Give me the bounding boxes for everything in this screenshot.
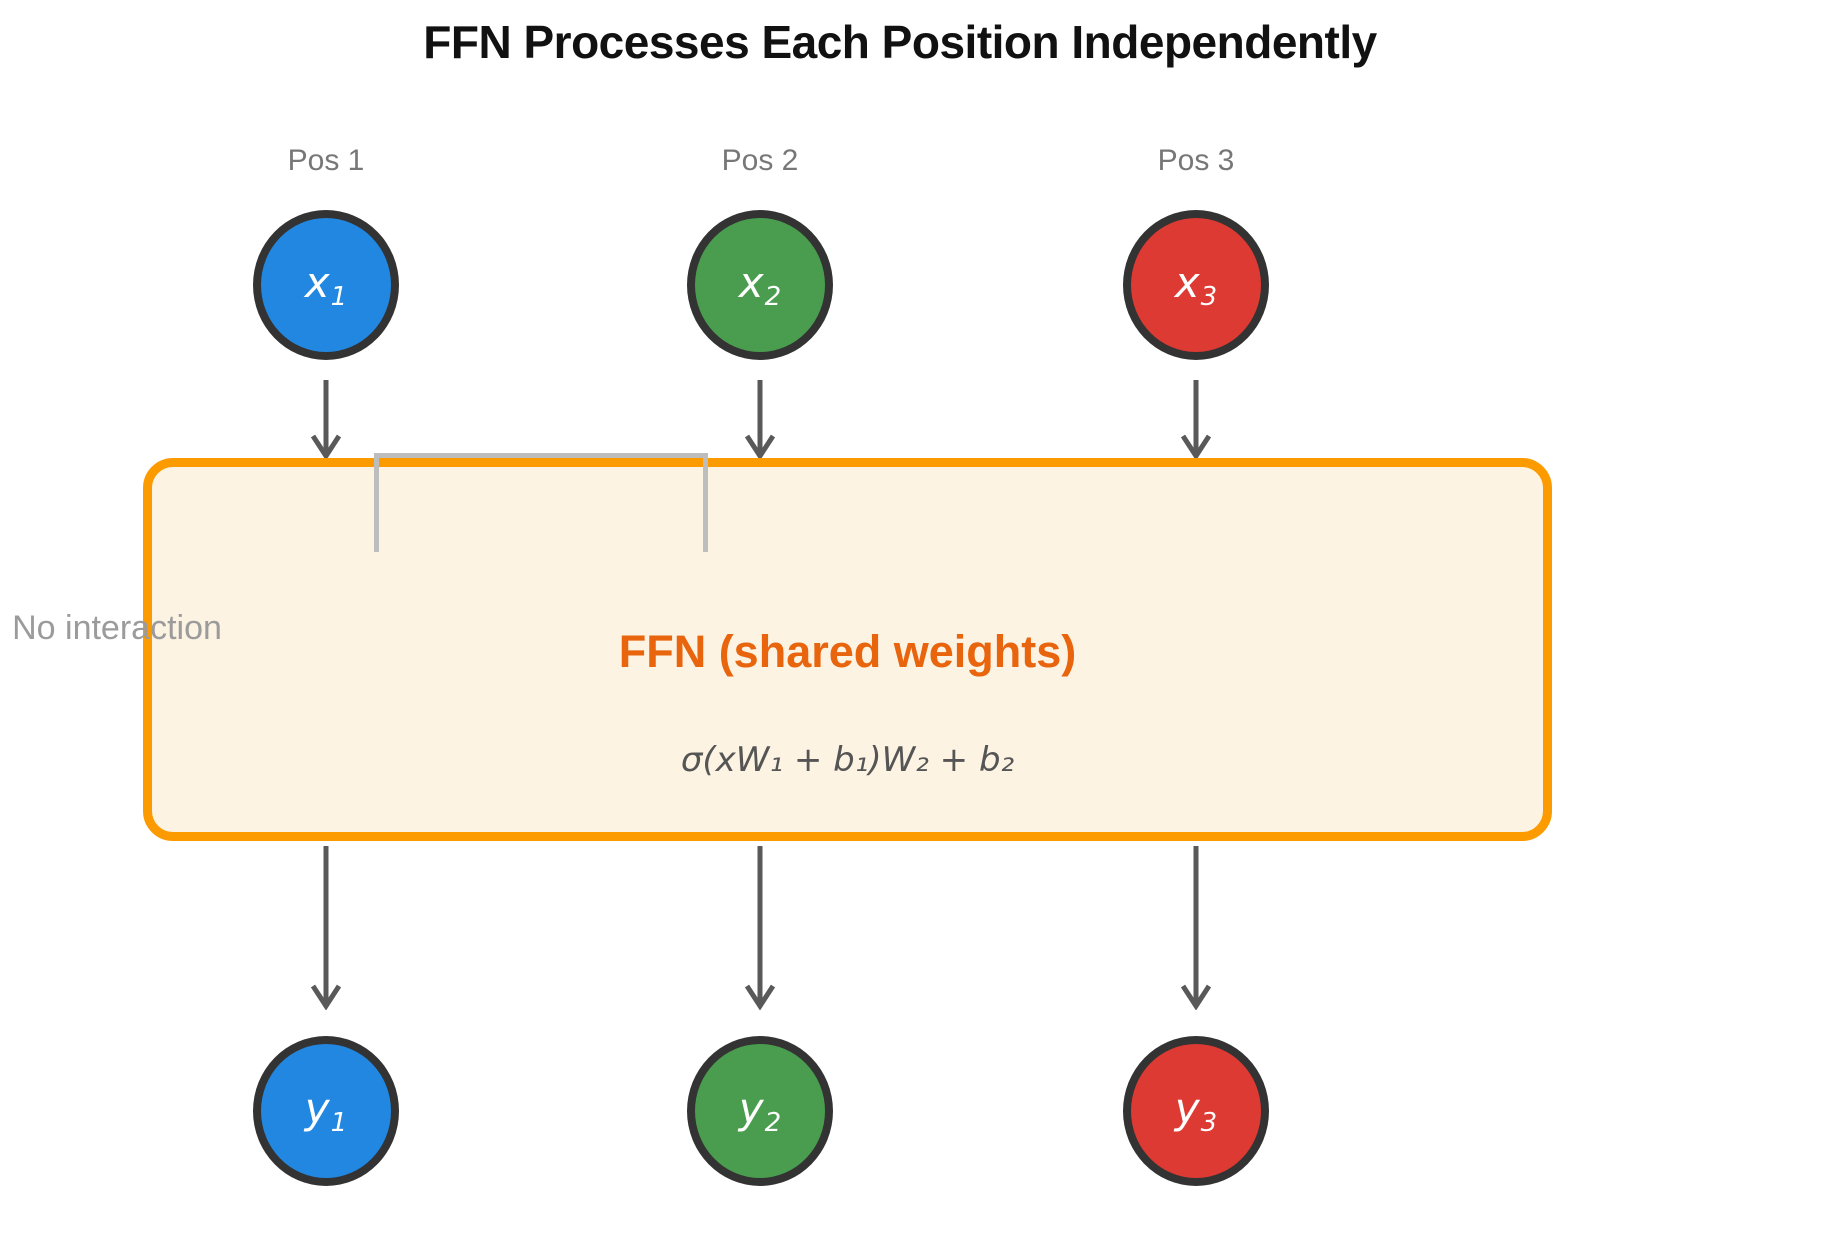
- pos-3-label: Pos 3: [1157, 144, 1235, 177]
- input-node-x2-label: x2: [738, 258, 782, 312]
- no-interaction-bracket: [374, 453, 708, 552]
- arrow-down-icon: [743, 846, 777, 1010]
- arrow-down-icon: [309, 380, 343, 460]
- arrow-down-icon: [1179, 846, 1213, 1010]
- ffn-box-label: FFN (shared weights): [618, 626, 1077, 677]
- output-node-y2-label: y2: [738, 1084, 782, 1138]
- arrow-down-icon: [1179, 380, 1213, 460]
- input-node-x1-label: x1: [304, 258, 348, 312]
- arrow-down-icon: [743, 380, 777, 460]
- output-node-y3: y3: [1123, 1036, 1269, 1186]
- input-node-x2: x2: [687, 210, 833, 360]
- output-node-y1-label: y1: [304, 1084, 348, 1138]
- pos-1-label: Pos 1: [287, 144, 365, 177]
- input-node-x3-label: x3: [1174, 258, 1218, 312]
- ffn-formula: σ(xW₁ + b₁)W₂ + b₂: [680, 740, 1015, 780]
- input-node-x1: x1: [253, 210, 399, 360]
- arrow-down-icon: [309, 846, 343, 1010]
- output-node-y2: y2: [687, 1036, 833, 1186]
- output-node-y3-label: y3: [1174, 1084, 1218, 1138]
- diagram-title: FFN Processes Each Position Independentl…: [423, 16, 1377, 68]
- no-interaction-label: No interaction: [12, 609, 222, 647]
- pos-2-label: Pos 2: [721, 144, 799, 177]
- input-node-x3: x3: [1123, 210, 1269, 360]
- output-node-y1: y1: [253, 1036, 399, 1186]
